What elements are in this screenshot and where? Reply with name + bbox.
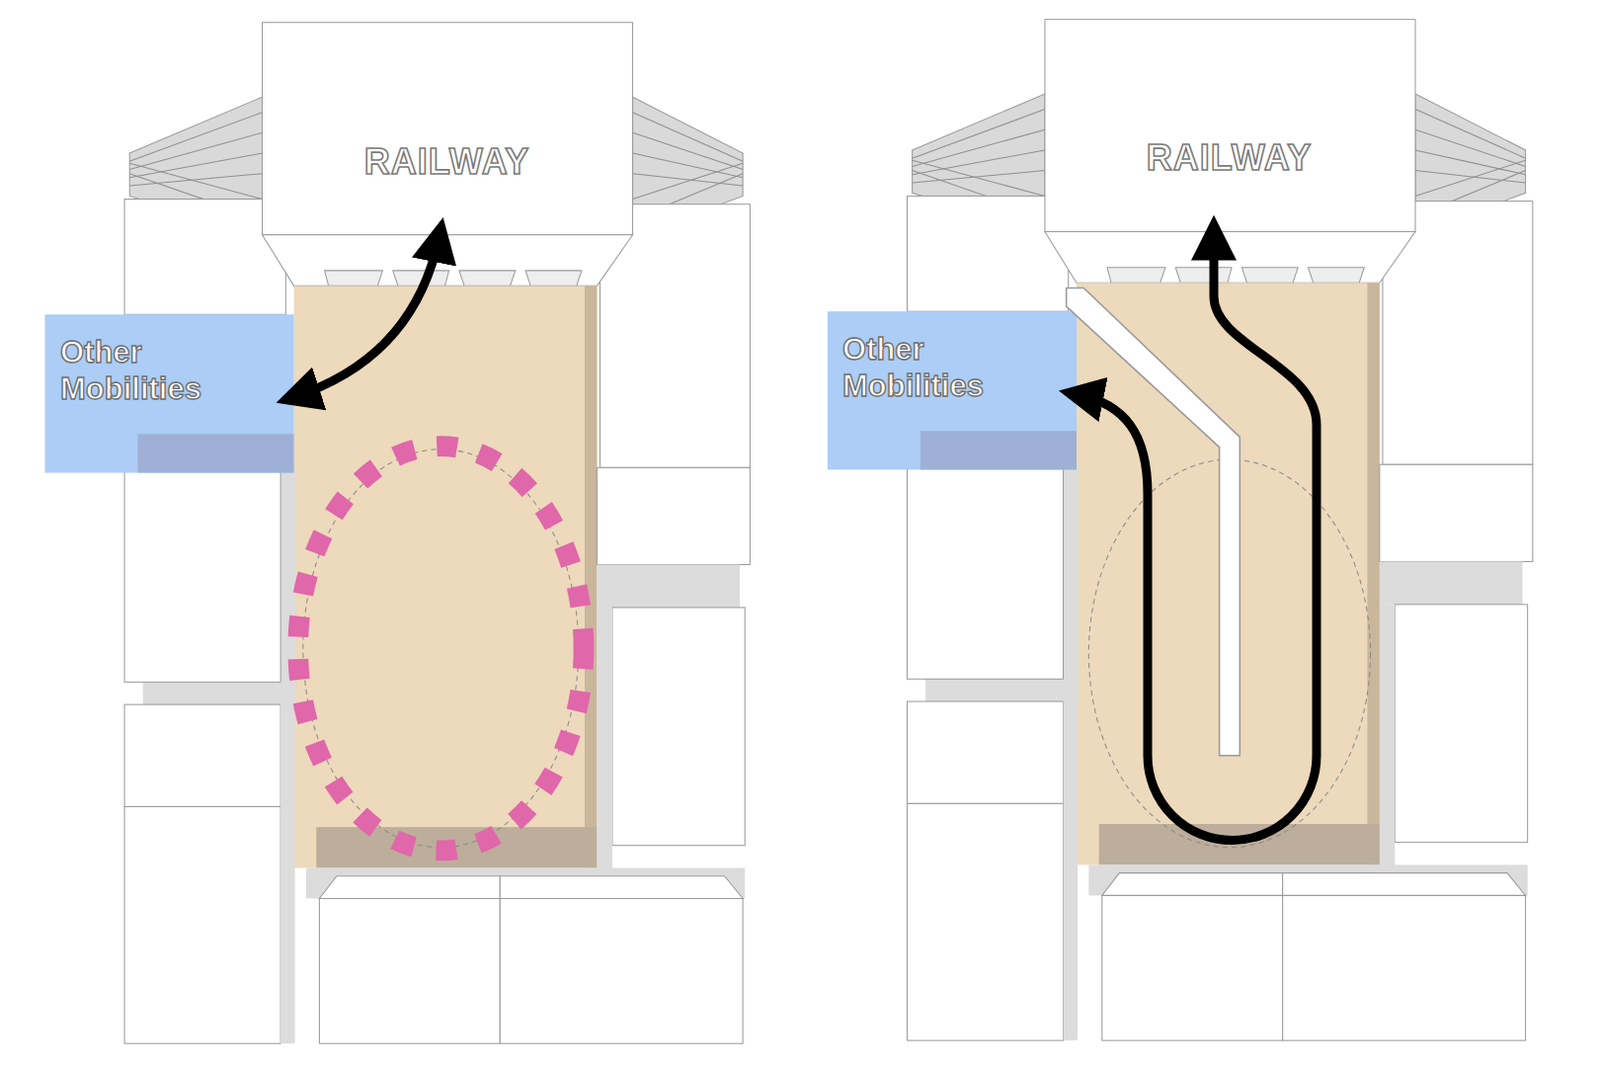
divider-wall — [1066, 287, 1241, 755]
mobility-box: Other Mobilities — [44, 314, 294, 473]
right-panel — [827, 19, 1533, 1040]
flow-arrow — [293, 235, 440, 398]
mobility-label: Other Mobilities — [842, 330, 1026, 404]
public-space-ring — [298, 446, 584, 851]
railway-label: RAILWAY — [1146, 137, 1313, 179]
railway-label: RAILWAY — [364, 141, 531, 183]
left-panel — [44, 22, 750, 1043]
mobility-label: Other Mobilities — [60, 333, 243, 407]
flow-arrow — [1076, 233, 1317, 841]
mobility-box: Other Mobilities — [826, 311, 1077, 470]
railway-box: RAILWAY — [1043, 18, 1415, 234]
railway-box: RAILWAY — [261, 22, 633, 236]
